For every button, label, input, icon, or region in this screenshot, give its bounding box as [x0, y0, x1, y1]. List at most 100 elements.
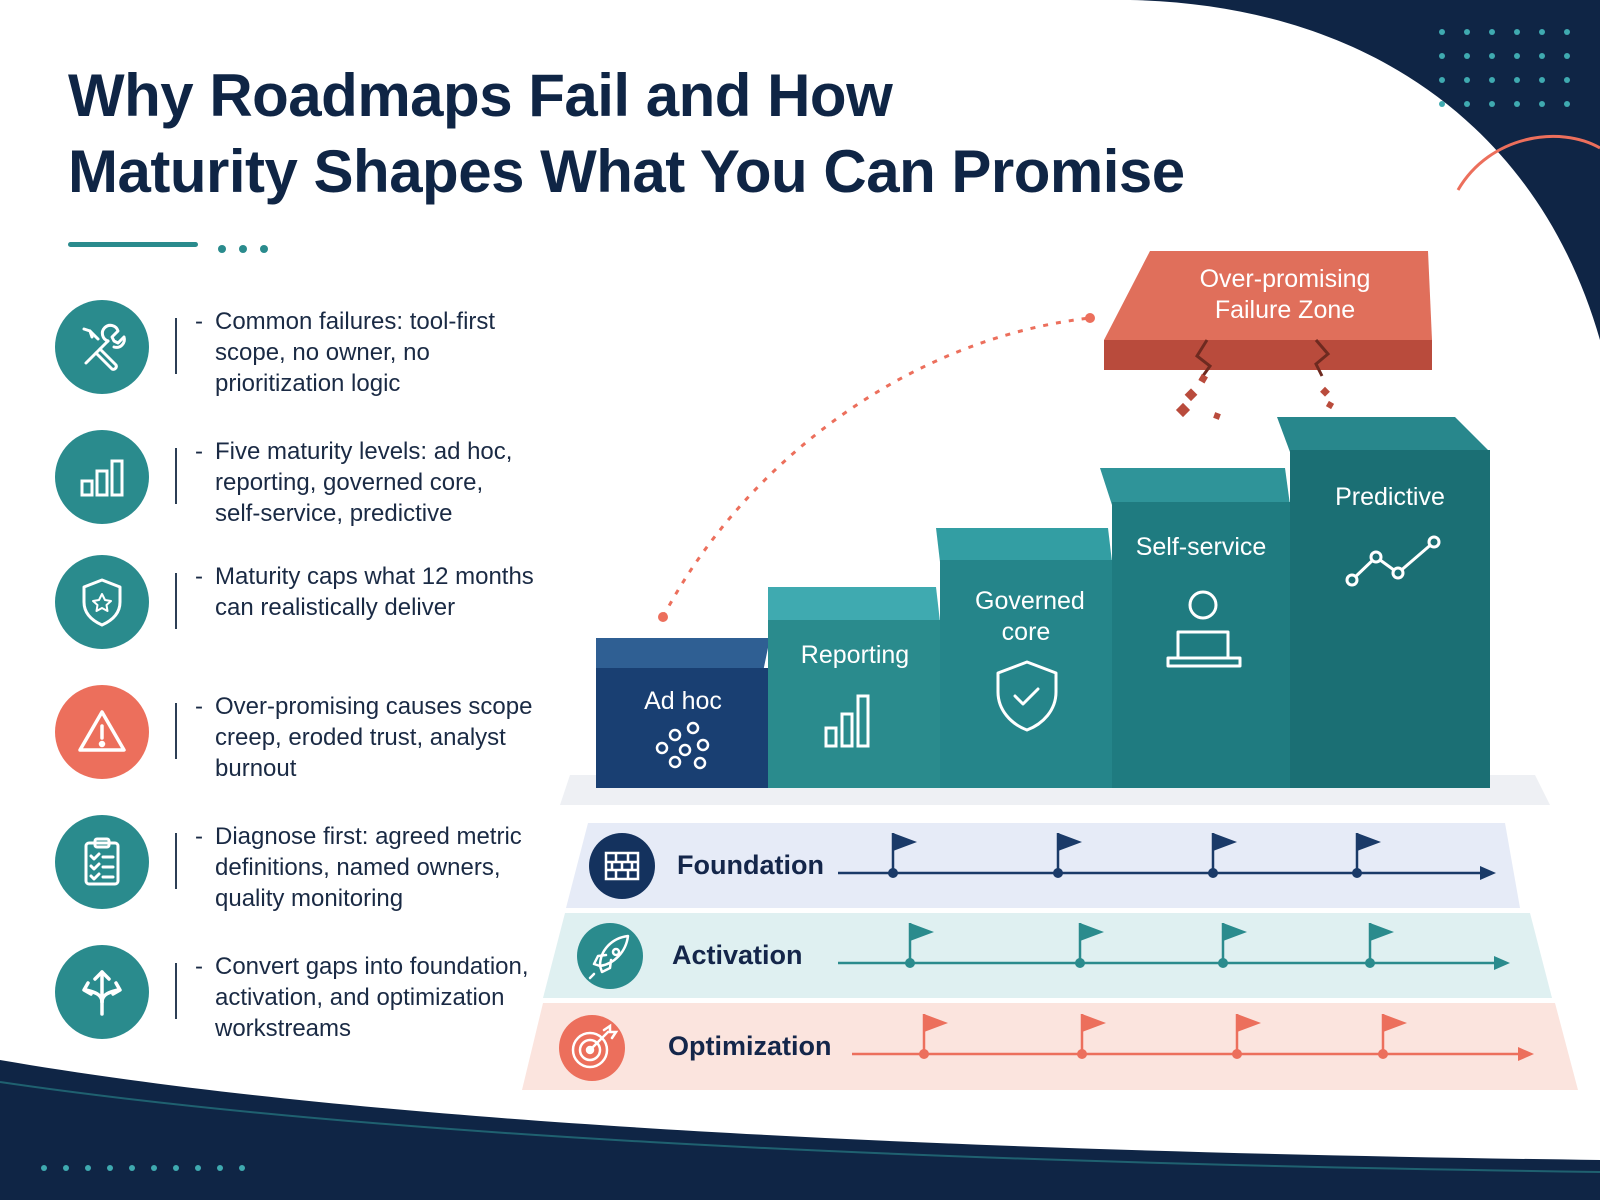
arc-start-dot: [658, 612, 668, 622]
decorative-dot: [1514, 101, 1520, 107]
branching-arrows-icon: [55, 945, 149, 1039]
lane-label-optimization: Optimization: [668, 1031, 832, 1061]
step-governed-core: [936, 528, 1112, 788]
key-point-text: Diagnose first: agreed metric definition…: [215, 823, 522, 912]
failure-zone-label: Over-promising Failure Zone: [1199, 265, 1371, 324]
decorative-dot: [173, 1165, 179, 1171]
page-title: Why Roadmaps Fail and How Maturity Shape…: [68, 58, 1268, 210]
key-point-text: Five maturity levels: ad hoc, reporting,…: [215, 438, 513, 527]
decorative-dot: [1514, 53, 1520, 59]
arc-end-dot: [1085, 313, 1095, 323]
workstream-lane-foundation: [566, 823, 1520, 908]
step-label-governed-core: Governed core: [975, 587, 1085, 646]
title-underline: [68, 242, 198, 247]
decorative-dot: [1464, 101, 1470, 107]
decorative-dot: [85, 1165, 91, 1171]
milestone-flag-icon: [888, 833, 917, 878]
step-ad-hoc: [596, 638, 770, 788]
workstream-lane-activation: [543, 913, 1552, 998]
warning-icon: [55, 685, 149, 779]
milestone-flag-icon: [1378, 1014, 1407, 1059]
divider: [175, 833, 177, 889]
decorative-dot: [1564, 101, 1570, 107]
key-point: -Maturity caps what 12 months can realis…: [55, 555, 535, 655]
decorative-dot: [107, 1165, 113, 1171]
decorative-dot: [1489, 29, 1495, 35]
lane-label-foundation: Foundation: [677, 850, 824, 880]
milestone-flags: [888, 833, 1407, 1059]
decorative-dot: [1439, 101, 1445, 107]
decorative-dot: [129, 1165, 135, 1171]
decorative-dot: [1564, 29, 1570, 35]
decorative-dot: [1564, 53, 1570, 59]
decorative-dot: [1489, 53, 1495, 59]
divider: [175, 963, 177, 1019]
lane-label-activation: Activation: [672, 940, 803, 970]
step-reporting: [768, 587, 940, 788]
title-line-2: Maturity Shapes What You Can Promise: [68, 138, 1185, 205]
clipboard-checklist-icon: [55, 815, 149, 909]
divider: [175, 573, 177, 629]
decorative-dot: [41, 1165, 47, 1171]
trend-line-icon: [1345, 535, 1441, 587]
milestone-flag-icon: [905, 923, 934, 968]
step-self-service: [1100, 468, 1290, 788]
decorative-dot: [195, 1165, 201, 1171]
step-predictive: [1277, 417, 1490, 788]
step-label-predictive: Predictive: [1335, 483, 1445, 511]
milestone-flag-icon: [1075, 923, 1104, 968]
decorative-dot: [1464, 29, 1470, 35]
decorative-dot: [1539, 29, 1545, 35]
key-point: -Convert gaps into foundation, activatio…: [55, 945, 535, 1045]
milestone-flag-icon: [1077, 1014, 1106, 1059]
milestone-flag-icon: [1232, 1014, 1261, 1059]
title-line-1: Why Roadmaps Fail and How: [68, 62, 893, 129]
user-laptop-icon: [1166, 590, 1242, 668]
decorative-dot: [217, 1165, 223, 1171]
decorative-dot: [151, 1165, 157, 1171]
bar-chart-icon: [55, 430, 149, 524]
key-point: -Five maturity levels: ad hoc, reporting…: [55, 430, 535, 530]
key-point-text: Over-promising causes scope creep, erode…: [215, 693, 533, 782]
decorative-dot: [1464, 53, 1470, 59]
divider: [175, 318, 177, 374]
step-label-ad-hoc: Ad hoc: [644, 687, 722, 715]
workstream-lane-optimization: [522, 1003, 1578, 1090]
milestone-flag-icon: [1352, 833, 1381, 878]
decorative-dot: [1489, 101, 1495, 107]
divider: [175, 703, 177, 759]
decorative-dot: [1514, 29, 1520, 35]
milestone-flag-icon: [1208, 833, 1237, 878]
decorative-dot: [1439, 53, 1445, 59]
decorative-dot: [1539, 77, 1545, 83]
decorative-dots: [1439, 29, 1570, 107]
key-point: -Common failures: tool-first scope, no o…: [55, 300, 535, 400]
rocket-icon: [577, 923, 643, 989]
shield-check-icon: [996, 660, 1058, 732]
milestone-flag-icon: [1365, 923, 1394, 968]
decorative-dot: [1489, 77, 1495, 83]
decorative-dot: [1539, 53, 1545, 59]
step-label-reporting: Reporting: [800, 641, 910, 669]
key-point-text: Common failures: tool-first scope, no ow…: [215, 308, 496, 397]
overpromise-dashed-arc: [661, 316, 1091, 618]
key-point-text: Maturity caps what 12 months can realist…: [215, 563, 534, 621]
shield-star-icon: [55, 555, 149, 649]
decorative-dot: [1564, 77, 1570, 83]
crumbling-debris: [1175, 373, 1335, 420]
decorative-dot: [1539, 101, 1545, 107]
tools-icon: [55, 300, 149, 394]
decorative-dot: [63, 1165, 69, 1171]
failure-zone-block: [1104, 251, 1432, 420]
key-point-text: Convert gaps into foundation, activation…: [215, 953, 529, 1042]
decorative-dot: [1464, 77, 1470, 83]
milestone-flag-icon: [1053, 833, 1082, 878]
dots-cluster-icon: [655, 721, 710, 770]
decorative-dot: [1439, 77, 1445, 83]
milestone-flag-icon: [1218, 923, 1247, 968]
bar-chart-icon: [824, 694, 870, 748]
title-dots: [218, 240, 281, 258]
milestone-flag-icon: [919, 1014, 948, 1059]
decorative-dot: [1439, 29, 1445, 35]
